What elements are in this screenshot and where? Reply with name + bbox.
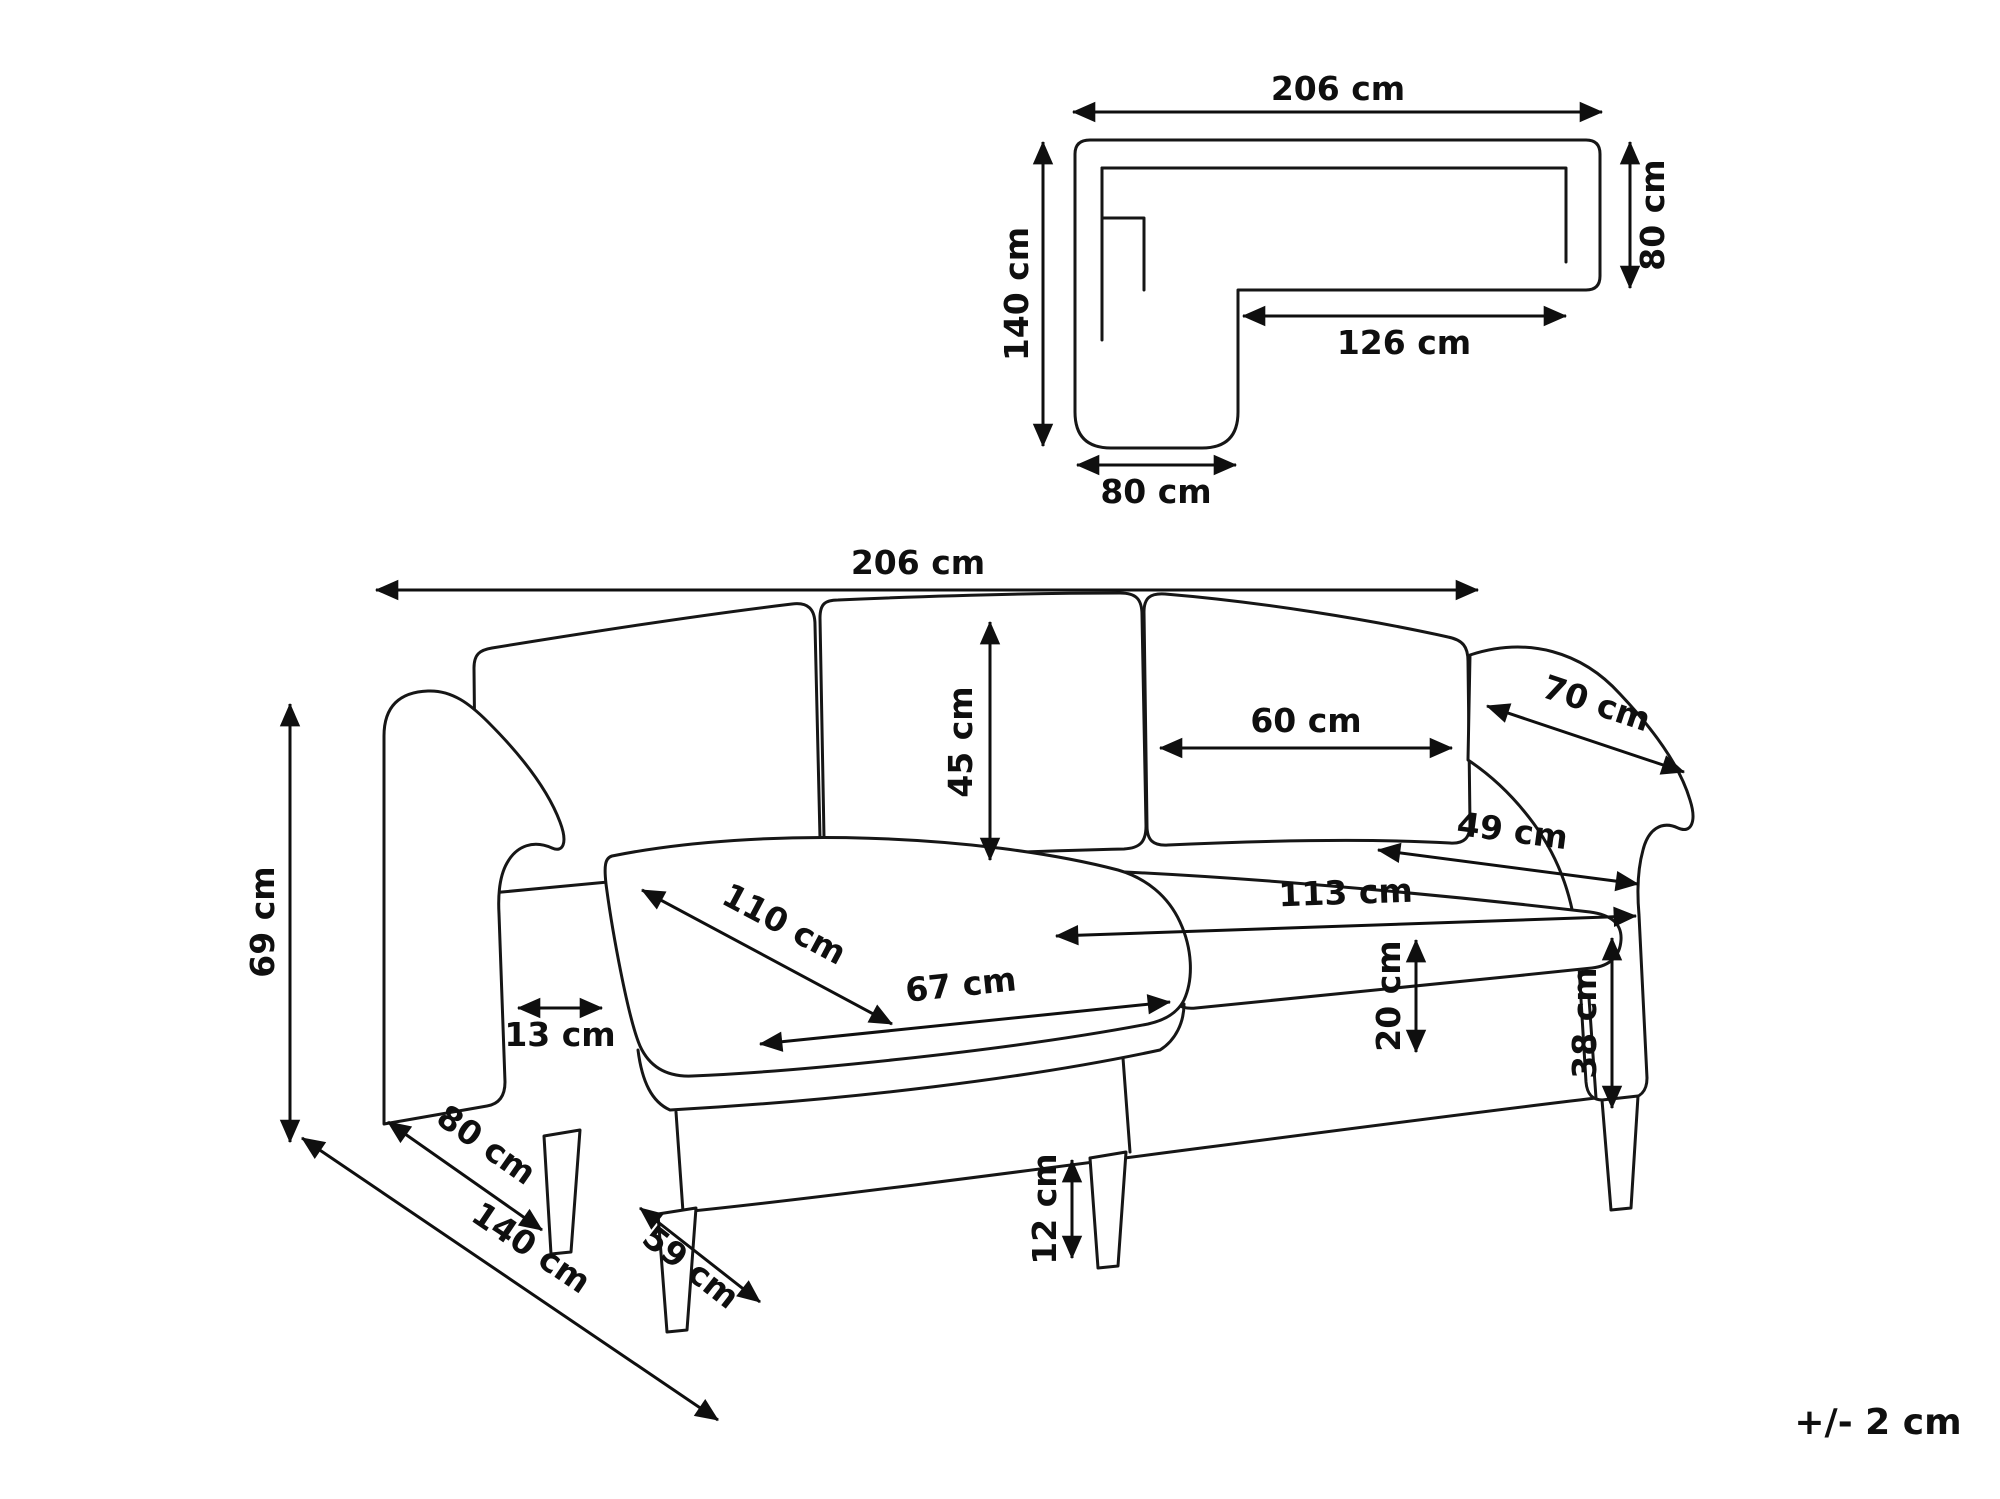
dim-label: 80 cm bbox=[430, 1097, 544, 1193]
leg-chaise-right bbox=[1088, 1150, 1128, 1270]
dim-persp-seat-cushion-thickness: 20 cm bbox=[1369, 938, 1427, 1054]
dim-label: 140 cm bbox=[465, 1194, 598, 1301]
left-armrest bbox=[382, 689, 566, 1126]
dim-label: 206 cm bbox=[1271, 69, 1405, 108]
dim-plan-side-depth-right: 80 cm bbox=[1619, 140, 1672, 290]
plan-backrest-inner-line bbox=[1100, 166, 1568, 264]
dim-label: 126 cm bbox=[1337, 323, 1471, 362]
dim-label: 60 cm bbox=[1250, 701, 1361, 740]
dim-plan-depth-left: 140 cm bbox=[997, 140, 1054, 448]
dim-line bbox=[301, 1136, 719, 1422]
dim-persp-chaise-front-width: 59 cm bbox=[635, 1206, 761, 1317]
plan-corner-step-line bbox=[1100, 216, 1146, 292]
dim-line bbox=[1485, 703, 1686, 775]
dim-persp-seat-height: 38 cm bbox=[1565, 936, 1623, 1110]
dim-persp-width-top: 206 cm bbox=[374, 543, 1480, 601]
dim-persp-back-cushion-width: 60 cm bbox=[1158, 701, 1454, 759]
dim-label: 12 cm bbox=[1025, 1153, 1064, 1264]
dim-persp-leg-height: 12 cm bbox=[1025, 1153, 1083, 1265]
dim-label: 45 cm bbox=[941, 686, 980, 797]
dim-label: 80 cm bbox=[1633, 159, 1672, 270]
dim-label: 206 cm bbox=[851, 543, 985, 582]
dim-plan-chaise-width: 80 cm bbox=[1075, 454, 1238, 511]
plan-view: 206 cm 140 cm 80 cm 126 cm 80 cm bbox=[997, 69, 1672, 511]
dim-label: 113 cm bbox=[1278, 871, 1414, 915]
dim-label: 13 cm bbox=[504, 1015, 615, 1054]
dim-line bbox=[1054, 906, 1638, 946]
dim-label: 38 cm bbox=[1565, 967, 1604, 1078]
dim-line bbox=[758, 994, 1172, 1052]
tolerance-note: +/- 2 cm bbox=[1794, 1402, 1961, 1443]
dim-line bbox=[639, 1206, 761, 1304]
dim-persp-armrest-width: 13 cm bbox=[504, 997, 616, 1054]
dim-label: 20 cm bbox=[1369, 940, 1408, 1051]
dim-line bbox=[1376, 842, 1640, 892]
dim-persp-seat-width: 113 cm bbox=[1054, 871, 1638, 946]
chaise-cushion bbox=[603, 836, 1192, 1078]
dim-plan-seat-width: 126 cm bbox=[1241, 305, 1568, 362]
dim-persp-back-cushion-height: 45 cm bbox=[941, 620, 1001, 862]
dim-label: 69 cm bbox=[243, 866, 282, 977]
perspective-view: 206 cm 69 cm 45 cm 60 cm 70 cm 49 cm 113… bbox=[243, 543, 1695, 1422]
dim-label: 140 cm bbox=[997, 227, 1036, 361]
plan-sofa-outline bbox=[1073, 138, 1602, 450]
dim-persp-height: 69 cm bbox=[243, 702, 301, 1144]
dim-label: 80 cm bbox=[1100, 472, 1211, 511]
dim-plan-width-top: 206 cm bbox=[1071, 69, 1604, 123]
leg-right-arm bbox=[1600, 1094, 1640, 1212]
back-cushion-middle bbox=[818, 591, 1148, 862]
